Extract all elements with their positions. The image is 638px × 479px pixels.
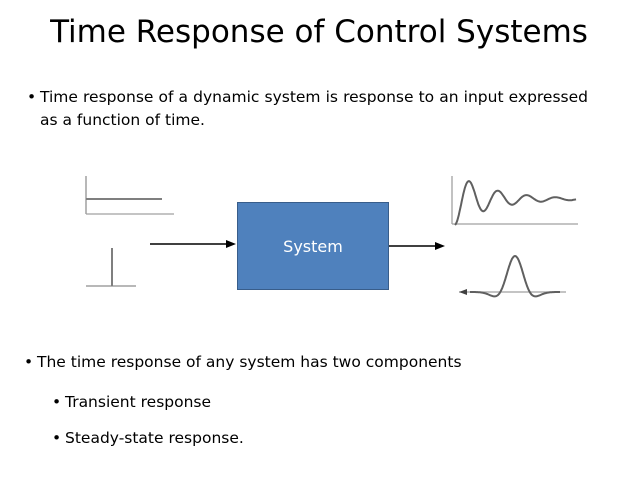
output-arrow <box>389 242 445 250</box>
bullet-text: Time response of a dynamic system is res… <box>40 88 588 129</box>
system-label: System <box>283 236 343 256</box>
step-response-graph <box>451 176 578 226</box>
bullet-steady-state-response: • Steady-state response. <box>52 427 565 450</box>
system-block: System <box>237 202 389 290</box>
bullet-dot: • <box>24 353 34 371</box>
bullet-time-response-definition: • Time response of a dynamic system is r… <box>27 86 588 132</box>
bullet-text: Transient response <box>65 393 212 411</box>
bullet-text: The time response of any system has two … <box>37 353 462 371</box>
bullet-transient-response: • Transient response <box>52 391 565 414</box>
damped-oscillation-curve <box>454 180 577 226</box>
impulse-input-graph <box>86 248 136 287</box>
bullet-dot: • <box>52 393 62 411</box>
input-arrow <box>150 240 236 248</box>
bullet-dot: • <box>27 88 37 106</box>
slide-title: Time Response of Control Systems <box>50 14 588 50</box>
bullet-two-components: • The time response of any system has tw… <box>24 351 597 374</box>
bullet-dot: • <box>52 429 62 447</box>
step-input-graph <box>85 176 174 215</box>
impulse-response-curve <box>470 254 560 298</box>
bullet-text: Steady-state response. <box>65 429 244 447</box>
impulse-response-graph <box>459 254 566 298</box>
